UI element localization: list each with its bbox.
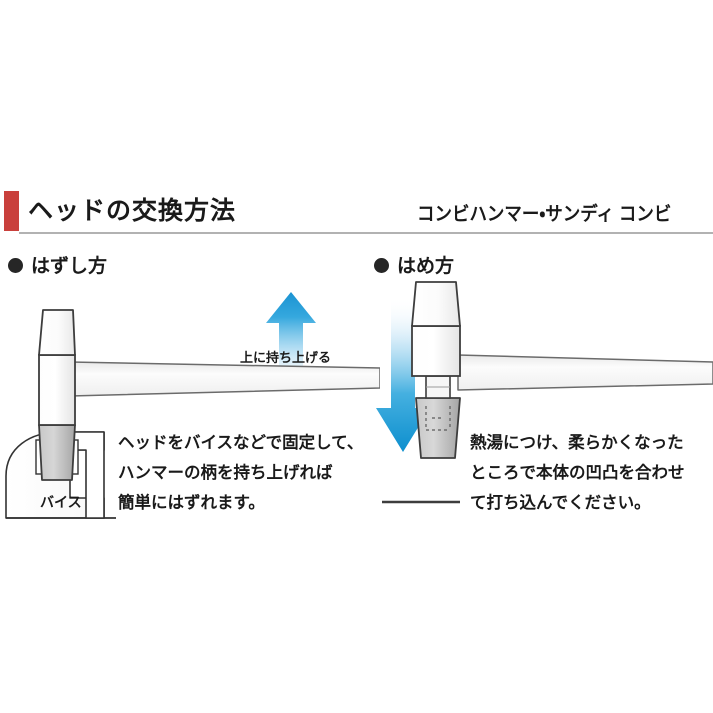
page-title: ヘッドの交換方法 (28, 197, 237, 225)
socket-cavity-dashed (425, 406, 451, 431)
removal-illustration (5, 292, 380, 519)
instruction-line: 熱湯につけ、柔らかくなった (470, 434, 684, 452)
hammer-head-body (38, 354, 76, 426)
section-heading-fitting: はめ方 (374, 254, 454, 280)
bullet-dot-icon (374, 258, 389, 273)
hammer-handle (457, 354, 713, 391)
diagram-fitting (360, 280, 713, 540)
diagram-removal (0, 280, 380, 540)
section-heading-fitting-label: はめ方 (397, 256, 455, 277)
section-heading-removal: はずし方 (8, 254, 107, 280)
instruction-text-fitting: 熱湯につけ、柔らかくなった ところで本体の凹凸を合わせ て打ち込んでください。 (470, 428, 685, 518)
instruction-text-removal: ヘッドをバイスなどで固定して、 ハンマーの柄を持ち上げれば 簡単にはずれます。 (118, 428, 363, 518)
section-heading-removal-label: はずし方 (31, 256, 108, 277)
hammer-head-gray-section (38, 424, 76, 481)
instruction-line: 簡単にはずれます。 (118, 494, 265, 512)
instruction-line: ハンマーの柄を持ち上げれば (118, 464, 333, 482)
hammer-head-body (411, 325, 461, 377)
hammer-neck (425, 375, 451, 399)
title-accent-bar (4, 191, 19, 231)
header-divider (19, 232, 713, 234)
hammer-head-top-cap (411, 281, 461, 327)
product-name-label: コンビハンマー・サンディ コンビ (417, 204, 672, 225)
hammer-head-top-cap (38, 309, 76, 356)
fitting-illustration (376, 281, 713, 504)
vise-label: バイス (40, 494, 82, 510)
replacement-head (415, 397, 461, 459)
arrow-up-icon (266, 292, 316, 392)
instruction-line: ところで本体の凹凸を合わせ (470, 464, 685, 482)
arrow-up-label: 上に持ち上げる (240, 350, 332, 365)
bullet-dot-icon (8, 258, 23, 273)
instruction-line: て打ち込んでください。 (470, 494, 651, 512)
hammer-handle (69, 361, 380, 397)
instruction-line: ヘッドをバイスなどで固定して、 (118, 434, 364, 452)
